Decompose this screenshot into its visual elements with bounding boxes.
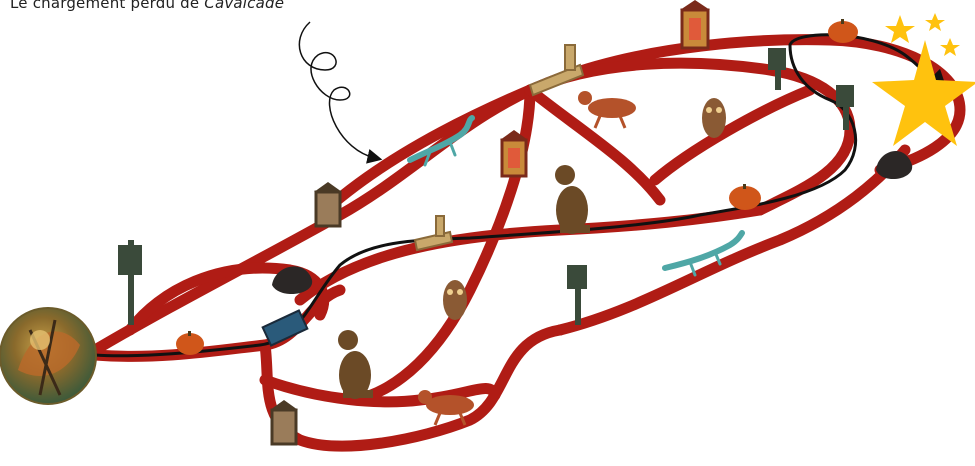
track-lower-right — [554, 144, 911, 336]
stone-icon — [272, 266, 313, 295]
track-network — [89, 34, 966, 452]
gold-star-icon[interactable] — [872, 40, 975, 146]
board-title: Le chargement perdu de Cavalcade — [10, 0, 284, 12]
small-star-icon — [885, 13, 960, 56]
signpost-icon — [836, 85, 854, 130]
owl-icon — [443, 280, 467, 320]
swirl-arrow-icon — [298, 21, 383, 164]
title-prefix: Le chargement perdu de — [10, 0, 205, 12]
track-left-inner — [259, 324, 566, 452]
cart-icon — [261, 309, 309, 347]
bird-icon — [578, 91, 636, 129]
signpost-icon — [567, 265, 587, 325]
title-emphasis: Cavalcade — [204, 0, 285, 12]
lizard-icon — [407, 115, 475, 167]
lantern-icon — [680, 0, 710, 50]
track-cross-b — [524, 84, 666, 206]
bird-icon — [418, 390, 474, 426]
lantern-icon — [500, 130, 528, 178]
bench-icon — [528, 44, 585, 97]
lizard-icon — [662, 230, 745, 277]
owl-icon — [702, 98, 726, 138]
bench-icon — [413, 215, 454, 252]
dog-icon — [555, 165, 590, 234]
stone-icon — [876, 151, 913, 180]
signpost-icon — [118, 240, 142, 325]
lantern-icon — [270, 400, 298, 446]
track-inner-upper — [314, 57, 856, 221]
signpost-icon — [768, 48, 786, 90]
track-outer-top — [89, 34, 966, 356]
pumpkin-icon — [828, 19, 858, 43]
track-bottom-loop — [259, 374, 501, 408]
track-inner-long — [294, 204, 766, 306]
pumpkin-icon — [729, 184, 761, 210]
track-cross-c — [649, 84, 816, 186]
pumpkin-icon — [176, 331, 204, 355]
tapestry-medallion-icon[interactable] — [0, 307, 97, 405]
track-left-loop — [124, 262, 330, 336]
dog-icon — [338, 330, 373, 399]
lantern-icon — [314, 182, 342, 228]
